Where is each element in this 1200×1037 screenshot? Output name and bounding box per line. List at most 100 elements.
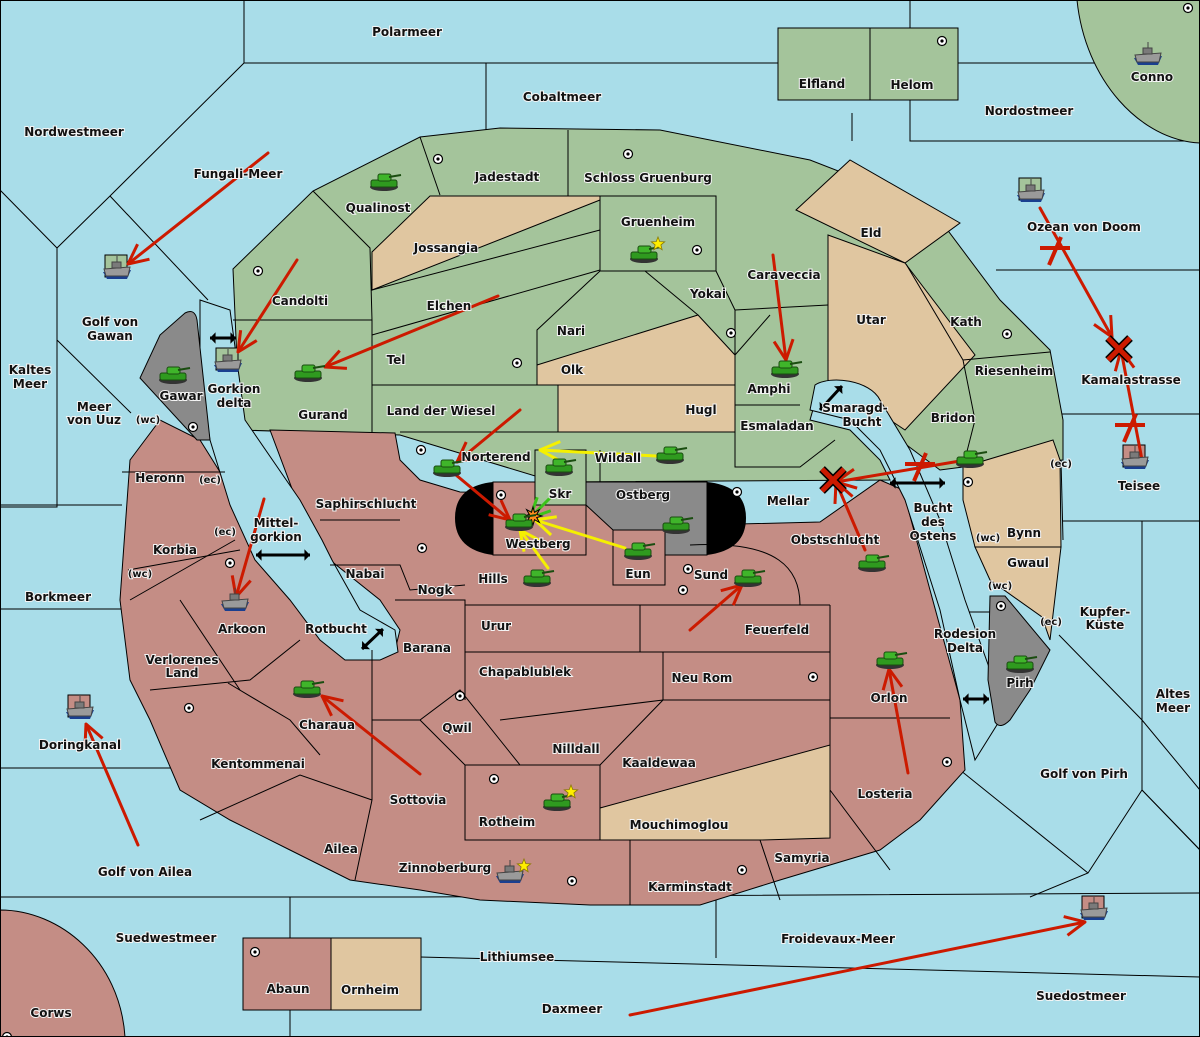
supply-center-icon [224,557,236,569]
label-fungali: Fungali-Meer [194,167,283,181]
coast-label: (wc) [976,533,1000,544]
label-ailea: Ailea [324,842,358,856]
order-move-arrow [688,583,744,632]
region-gorkion-channel[interactable] [199,299,399,661]
army-tank-icon[interactable]: Bridon [956,450,988,468]
label-meeruuz1: Meer [77,400,111,414]
label-ldw: Land der Wiesel [387,404,496,418]
supply-center-icon [187,421,199,433]
fleet-ship-icon[interactable]: Teisee (dislodged) [1121,446,1149,469]
label-gorkion1: Gorkion [208,382,261,396]
label-polarmeer: Polarmeer [372,25,442,39]
supply-center-icon [622,148,634,160]
fleet-ship-icon[interactable]: Gorkion delta (dislodged) [214,349,242,372]
supply-center-icon [731,486,743,498]
label-esmaladan: Esmaladan [740,419,813,433]
label-teisee: Teisee [1118,479,1160,493]
adjacency-double-arrow-icon [256,549,310,561]
coast-label: (wc) [136,415,160,426]
label-nordostmeer: Nordostmeer [985,104,1074,118]
army-tank-icon[interactable]: Skr [545,458,577,476]
label-schloss: Schloss Gruenburg [584,171,712,185]
label-charaua: Charaua [299,718,355,732]
label-suedwestmeer: Suedwestmeer [116,931,217,945]
army-tank-icon[interactable]: Amphi [771,360,803,378]
capsule-west-cap [455,482,493,555]
coast-label: (wc) [128,569,152,580]
fleet-ship-icon[interactable]: Ozean von Doom (dislodged) [1017,179,1045,202]
label-eun: Eun [625,567,650,581]
fleet-ship-icon[interactable]: Suedostmeer (dislodged) [1080,897,1108,920]
star-icon [516,857,532,873]
region-gruenheim[interactable] [599,195,717,272]
label-saphir: Saphirschlucht [316,497,417,511]
label-golfailea: Golf von Ailea [98,865,192,879]
land-borders [122,130,1064,905]
army-tank-icon[interactable]: Westberg [505,513,537,531]
region-eastern-channel[interactable] [809,379,1001,762]
army-tank-icon[interactable]: Norterend [433,459,465,477]
supply-center-icon [511,357,523,369]
army-tank-icon[interactable]: Qualinost [370,173,402,191]
label-mouchi: Mouchimoglou [630,818,729,832]
label-feuerfeld: Feuerfeld [745,623,810,637]
label-zinnoberburg: Zinnoberburg [399,861,491,875]
failed-order-mark [905,452,935,482]
fleet-ship-icon[interactable]: Zinnoberburg [496,857,532,883]
label-kath: Kath [950,315,982,329]
adjacency-double-arrow-icon [360,627,385,651]
army-tank-icon[interactable]: Charaua [293,680,325,698]
order-move-arrow [448,468,512,522]
region-conno[interactable] [1076,0,1200,144]
army-tank-icon[interactable]: Wildall [656,446,688,464]
region-eld[interactable] [795,159,961,264]
army-tank-icon[interactable]: Obstschlucht [858,554,890,572]
label-lithiumsee: Lithiumsee [480,950,555,964]
label-golfgawan1: Golf von [82,315,138,329]
label-riesenheim: Riesenheim [975,364,1054,378]
region-gwaul[interactable] [974,546,1062,641]
label-jossangia: Jossangia [413,241,478,255]
label-kupfer1: Kupfer- [1080,605,1130,619]
label-bucht1: Bucht [913,501,952,515]
region-ornheim[interactable] [330,937,422,1011]
label-arkoon: Arkoon [218,622,266,636]
capsule-east-cap [707,482,746,555]
army-tank-icon[interactable]: Hills [523,569,555,587]
label-kaltes2: Meer [13,377,47,391]
region-corws[interactable] [0,909,126,1037]
label-caraveccia: Caraveccia [747,268,820,282]
army-tank-icon[interactable]: Sund [734,569,766,587]
army-tank-icon[interactable]: Gruenheim [630,235,666,263]
fleet-ship-icon[interactable]: Conno [1134,42,1162,65]
supply-center-icon [1182,2,1194,14]
order-move-arrow [126,151,270,266]
star-icon [650,235,666,251]
label-helom: Helom [890,78,933,92]
army-tank-icon[interactable]: Orlon [876,651,908,669]
army-tank-icon[interactable]: Ostberg [662,516,694,534]
army-tank-icon[interactable]: Pirh [1006,655,1038,673]
army-tank-icon[interactable]: Eun [624,542,656,560]
army-tank-icon[interactable]: Rotheim [543,783,579,811]
label-bridon: Bridon [931,411,976,425]
army-tank-icon[interactable]: Gawar [159,366,191,384]
adjacency-double-arrow-icon [210,332,236,344]
fleet-ship-icon[interactable]: Arkoon [221,588,249,611]
label-gawar: Gawar [159,389,202,403]
supply-center-icon [454,690,466,702]
region-elfland[interactable] [777,27,871,101]
fleet-ship-icon[interactable]: Doringkanal (dislodged) [66,696,94,719]
label-kupfer2: Küste [1086,618,1125,632]
label-borkmeer: Borkmeer [25,590,91,604]
label-nogk: Nogk [418,583,454,597]
coast-label: (ec) [199,475,221,486]
fleet-ship-icon[interactable]: Golf von Gawan (dislodged) [103,256,131,279]
supply-center-icon [962,476,974,488]
label-bynn: Bynn [1007,526,1041,540]
label-froidevaux: Froidevaux-Meer [781,932,895,946]
army-tank-icon[interactable]: Gurand [294,364,326,382]
